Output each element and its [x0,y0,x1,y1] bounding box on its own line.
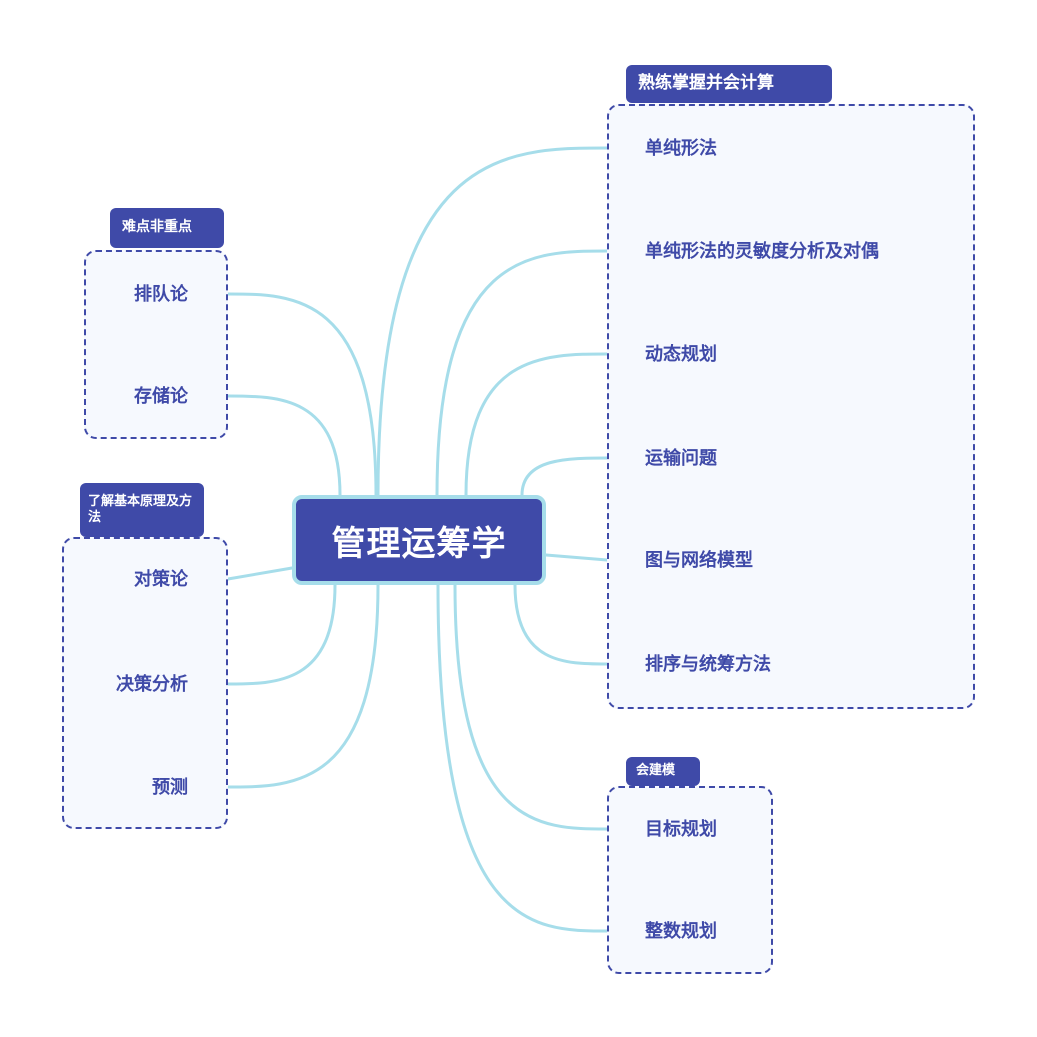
group-master-compute [607,104,975,709]
link-queueing [226,292,378,497]
topic-simplex-sensitivity-dual[interactable]: 单纯形法的灵敏度分析及对偶 [645,241,879,262]
topic-scheduling[interactable]: 排序与统筹方法 [645,654,771,675]
topic-transportation[interactable]: 运输问题 [645,448,717,469]
central-topic[interactable]: 管理运筹学 [292,495,546,585]
topic-queueing[interactable]: 排队论 [134,284,188,305]
group-tag-understand-basics: 了解基本原理及方法 [80,483,204,537]
group-understand-basics [62,537,228,829]
link-simplex [376,146,609,497]
link-integer-programming [436,583,609,933]
group-tag-hard-nonkey: 难点非重点 [110,208,224,248]
topic-integer-programming[interactable]: 整数规划 [645,921,717,942]
link-simplex-sensitivity-dual [435,249,609,497]
topic-decision-analysis[interactable]: 决策分析 [116,674,188,695]
topic-network-model[interactable]: 图与网络模型 [645,550,753,571]
group-tag-master-compute: 熟练掌握并会计算 [626,65,832,103]
topic-game-theory[interactable]: 对策论 [134,569,188,590]
group-tag-modeling: 会建模 [626,757,700,786]
topic-forecasting[interactable]: 预测 [152,777,188,798]
link-forecasting [226,583,380,789]
group-hard-nonkey [84,250,228,439]
link-decision-analysis [226,583,337,686]
link-dynamic-programming [464,352,609,497]
topic-dynamic-programming[interactable]: 动态规划 [645,344,717,365]
topic-inventory[interactable]: 存储论 [134,386,188,407]
link-goal-programming [453,583,609,831]
link-scheduling [513,583,609,666]
topic-simplex[interactable]: 单纯形法 [645,138,717,159]
group-modeling [607,786,773,974]
link-inventory [226,394,342,497]
link-network-model [544,553,609,562]
link-transportation [520,456,609,497]
link-game-theory [226,566,294,581]
topic-goal-programming[interactable]: 目标规划 [645,819,717,840]
